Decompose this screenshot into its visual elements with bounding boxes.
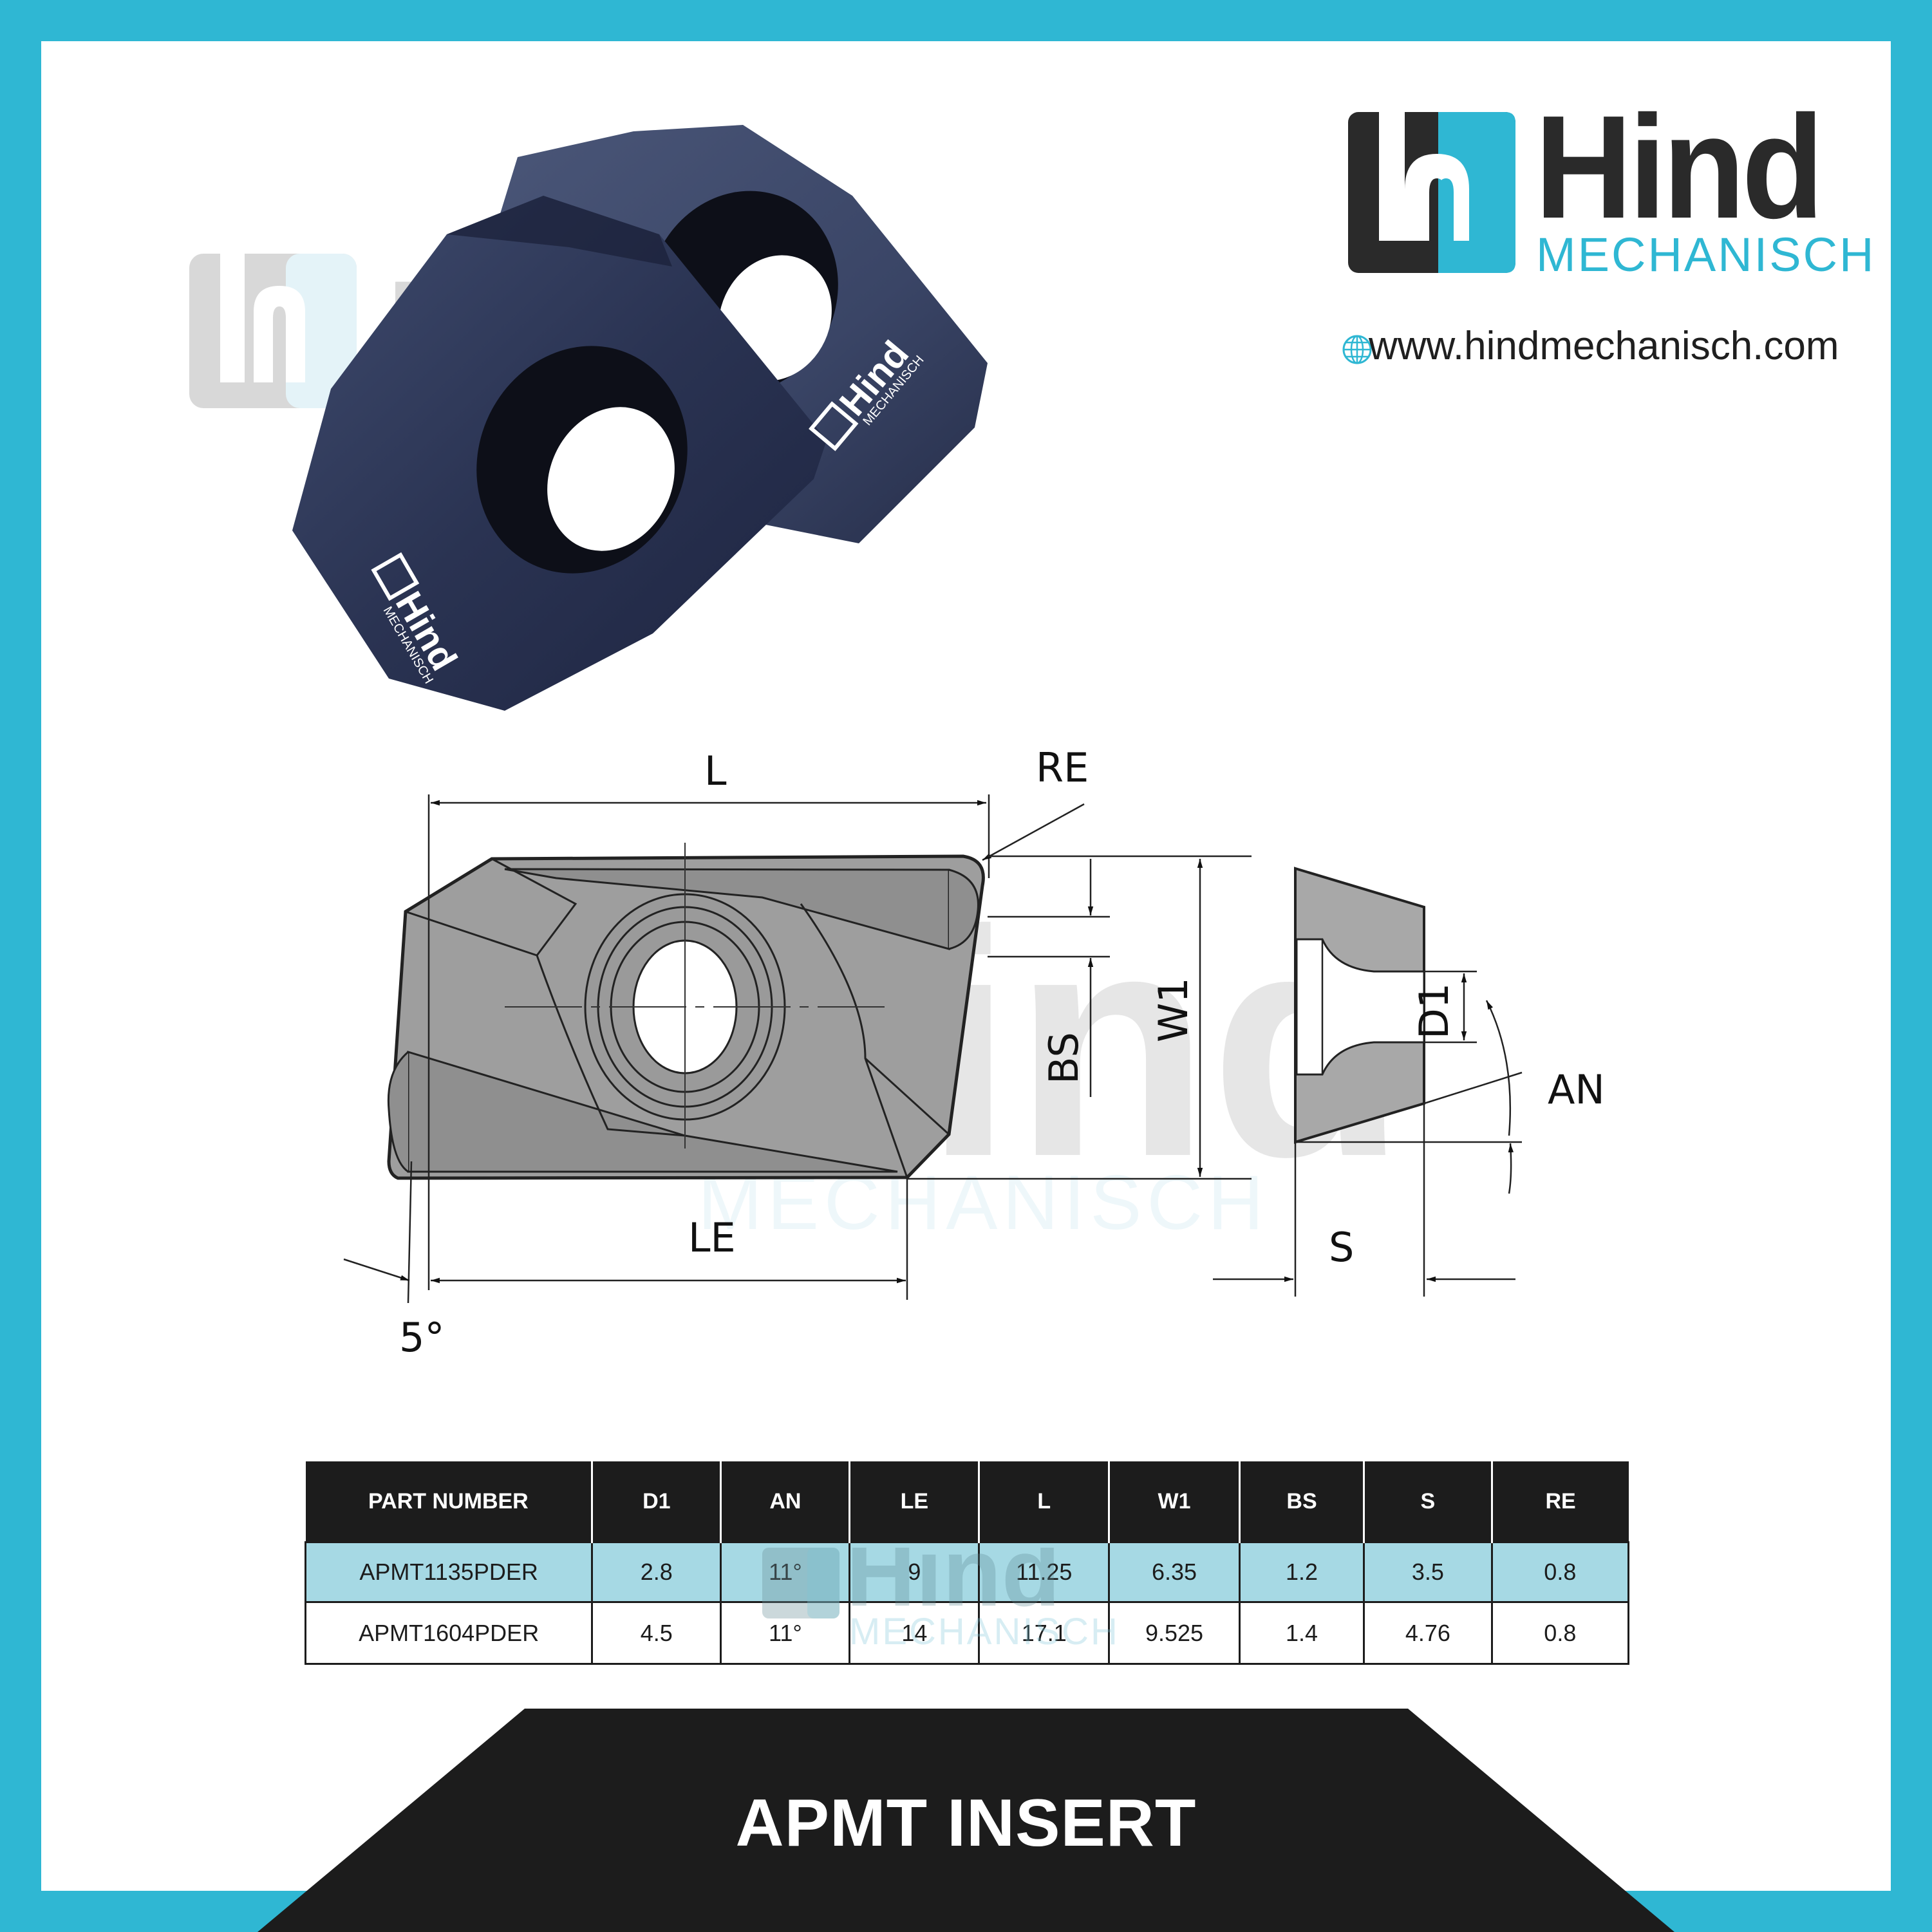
brand-logo: Hind MECHANISCH: [1348, 94, 1889, 305]
cell-part-number: APMT1604PDER: [304, 1601, 594, 1665]
col-le: LE: [849, 1461, 980, 1543]
col-w1: W1: [1109, 1461, 1241, 1543]
table-header-row: PART NUMBER D1 AN LE L W1 BS S RE: [305, 1461, 1629, 1543]
cell-re: 0.8: [1490, 1541, 1630, 1603]
col-an: AN: [720, 1461, 851, 1543]
brand-subtitle: MECHANISCH: [1536, 228, 1876, 281]
cell-re: 0.8: [1490, 1601, 1630, 1665]
cell-bs: 1.2: [1238, 1541, 1365, 1603]
label-W1: W1: [1150, 977, 1197, 1042]
label-D1: D1: [1411, 983, 1458, 1039]
label-LE: LE: [688, 1214, 736, 1261]
label-BS: BS: [1040, 1032, 1087, 1084]
cell-d1: 2.8: [591, 1541, 722, 1603]
cell-s: 3.5: [1363, 1541, 1493, 1603]
cell-part-number: APMT1135PDER: [304, 1541, 594, 1603]
col-d1: D1: [592, 1461, 722, 1543]
cell-bs: 1.4: [1238, 1601, 1365, 1665]
cell-w1: 6.35: [1108, 1541, 1241, 1603]
technical-drawing: L RE LE 5° S AN BS W1 D1: [343, 744, 1605, 1361]
col-re: RE: [1492, 1461, 1629, 1543]
label-RE: RE: [1036, 744, 1089, 791]
col-l: L: [979, 1461, 1111, 1543]
cell-l: 11.25: [978, 1541, 1111, 1603]
globe-icon: [1342, 335, 1372, 364]
product-sheet: Hind MECHANISCH Hind: [41, 41, 1891, 1891]
cell-l: 17.1: [978, 1601, 1111, 1665]
website-link[interactable]: www.hindmechanisch.com: [1369, 324, 1839, 368]
cell-s: 4.76: [1363, 1601, 1493, 1665]
cell-w1: 9.525: [1108, 1601, 1241, 1665]
table-row: APMT1604PDER 4.5 11° 14 17.1 9.525 1.4 4…: [304, 1601, 1630, 1665]
table-row: APMT1135PDER 2.8 11° 9 11.25 6.35 1.2 3.…: [304, 1541, 1630, 1603]
specs-table: PART NUMBER D1 AN LE L W1 BS S RE APMT11…: [304, 1461, 1630, 1665]
label-AN: AN: [1548, 1066, 1605, 1113]
cell-d1: 4.5: [591, 1601, 722, 1665]
col-part-number: PART NUMBER: [305, 1461, 594, 1543]
col-s: S: [1364, 1461, 1493, 1543]
label-L: L: [704, 747, 727, 794]
banner-title: APMT INSERT: [735, 1786, 1197, 1861]
label-S: S: [1329, 1224, 1354, 1271]
cell-le: 14: [849, 1601, 980, 1665]
brand-name: Hind: [1535, 86, 1824, 249]
product-photo: Hind MECHANISCH Hind MECHANISCH: [292, 125, 988, 711]
hm-monogram-icon: [1348, 112, 1515, 273]
col-bs: BS: [1239, 1461, 1365, 1543]
cell-an: 11°: [720, 1541, 851, 1603]
cell-an: 11°: [720, 1601, 851, 1665]
label-5deg: 5°: [399, 1314, 444, 1361]
cell-le: 9: [849, 1541, 980, 1603]
